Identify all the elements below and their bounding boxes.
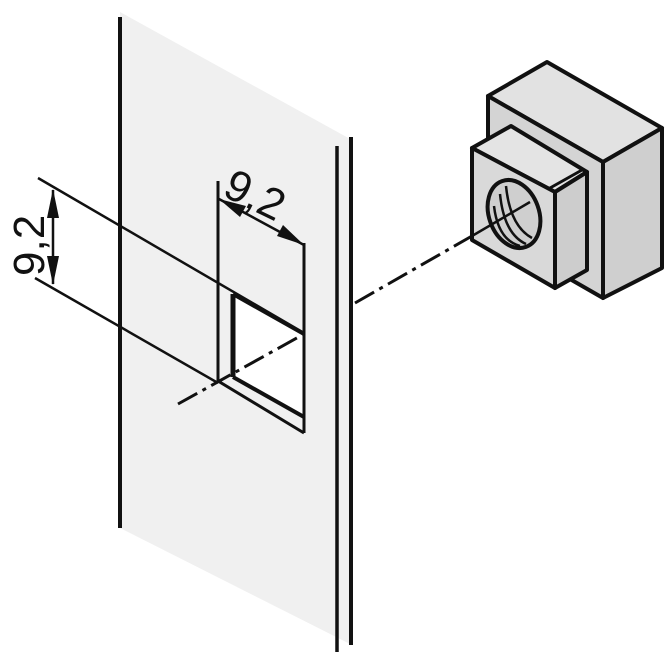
- centerline: [177, 234, 473, 406]
- arrow-down-icon: [47, 256, 59, 285]
- thread-line-1: [492, 205, 521, 248]
- arrow-left-icon: [219, 199, 246, 217]
- height-dimension: 9,2: [5, 176, 305, 385]
- thread-line-2: [498, 193, 527, 246]
- nut-shoulder-chamfer: [549, 168, 583, 190]
- arrow-right-icon: [277, 225, 304, 245]
- extension-line-bottom: [34, 276, 219, 385]
- height-dimension-label: 9,2: [5, 215, 54, 276]
- extension-line-top: [37, 176, 305, 335]
- arrow-up-icon: [47, 189, 59, 218]
- centerline-to-nut: [354, 234, 473, 305]
- cutout-bottom-edge: [232, 375, 305, 419]
- nut-shoulder-side: [553, 170, 589, 290]
- square-cutout: [216, 181, 306, 435]
- nut-body-side: [601, 126, 664, 300]
- square-nut: [470, 60, 664, 300]
- centerline-cutout: [177, 332, 305, 406]
- thread-line-3: [504, 185, 533, 240]
- cutout-front-bottom: [217, 379, 305, 435]
- nut-axis: [471, 200, 531, 238]
